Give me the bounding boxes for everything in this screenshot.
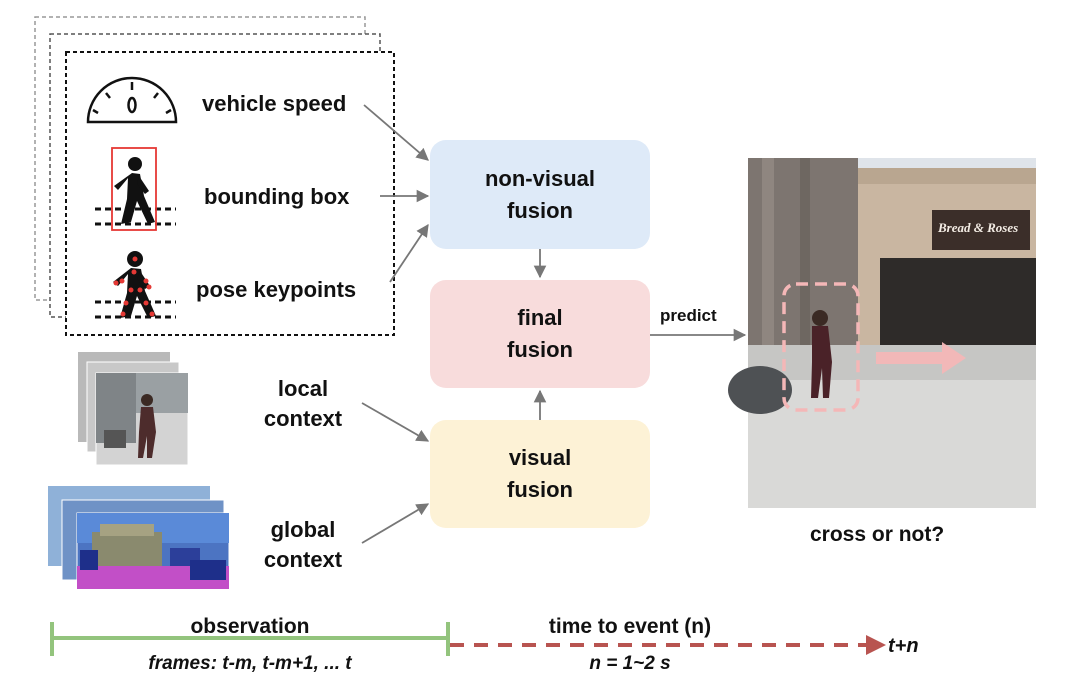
local-context-label: local context bbox=[263, 376, 343, 431]
pose-keypoints-label: pose keypoints bbox=[196, 277, 357, 302]
arrow-local-to-visual bbox=[361, 402, 430, 442]
speedometer-icon bbox=[86, 76, 178, 124]
frame-stack bbox=[34, 16, 395, 336]
final-fusion-box-shape bbox=[430, 280, 650, 388]
predict-label: predict bbox=[660, 306, 717, 325]
visual-fusion-box: visual fusion bbox=[507, 445, 573, 502]
local-context-frames bbox=[78, 352, 189, 466]
t-plus-n-label: t+n bbox=[888, 635, 919, 657]
global-context-label: global context bbox=[263, 517, 343, 572]
observation-label: observation bbox=[190, 615, 310, 638]
connector-arrows bbox=[361, 104, 747, 544]
time-to-event-label: time to event (n) bbox=[548, 615, 712, 638]
street-scene-image bbox=[728, 158, 1036, 508]
global-context-frames bbox=[48, 486, 230, 590]
visual-fusion-box-shape bbox=[430, 420, 650, 528]
scene-caption: cross or not? bbox=[810, 523, 945, 546]
horizon-label: n = 1~2 s bbox=[589, 653, 671, 674]
arrow-global-to-visual bbox=[361, 503, 430, 544]
bounding-box-label: bounding box bbox=[204, 184, 350, 209]
non-visual-fusion-box-shape bbox=[430, 140, 650, 249]
pedestrian-bbox-icon bbox=[95, 147, 176, 231]
arrow-pose-to-nonvisual bbox=[389, 223, 429, 283]
pose-keypoints-icon bbox=[95, 251, 176, 319]
frames-label: frames: t-m, t-m+1, ... t bbox=[148, 653, 352, 674]
vehicle-speed-label: vehicle speed bbox=[202, 91, 347, 116]
non-visual-fusion-box: non-visual fusion bbox=[484, 165, 595, 223]
arrow-speed-to-nonvisual bbox=[363, 104, 429, 161]
storefront-sign: Bread & Roses bbox=[938, 220, 1019, 235]
final-fusion-box: final fusion bbox=[507, 305, 573, 362]
timeline bbox=[50, 622, 886, 656]
